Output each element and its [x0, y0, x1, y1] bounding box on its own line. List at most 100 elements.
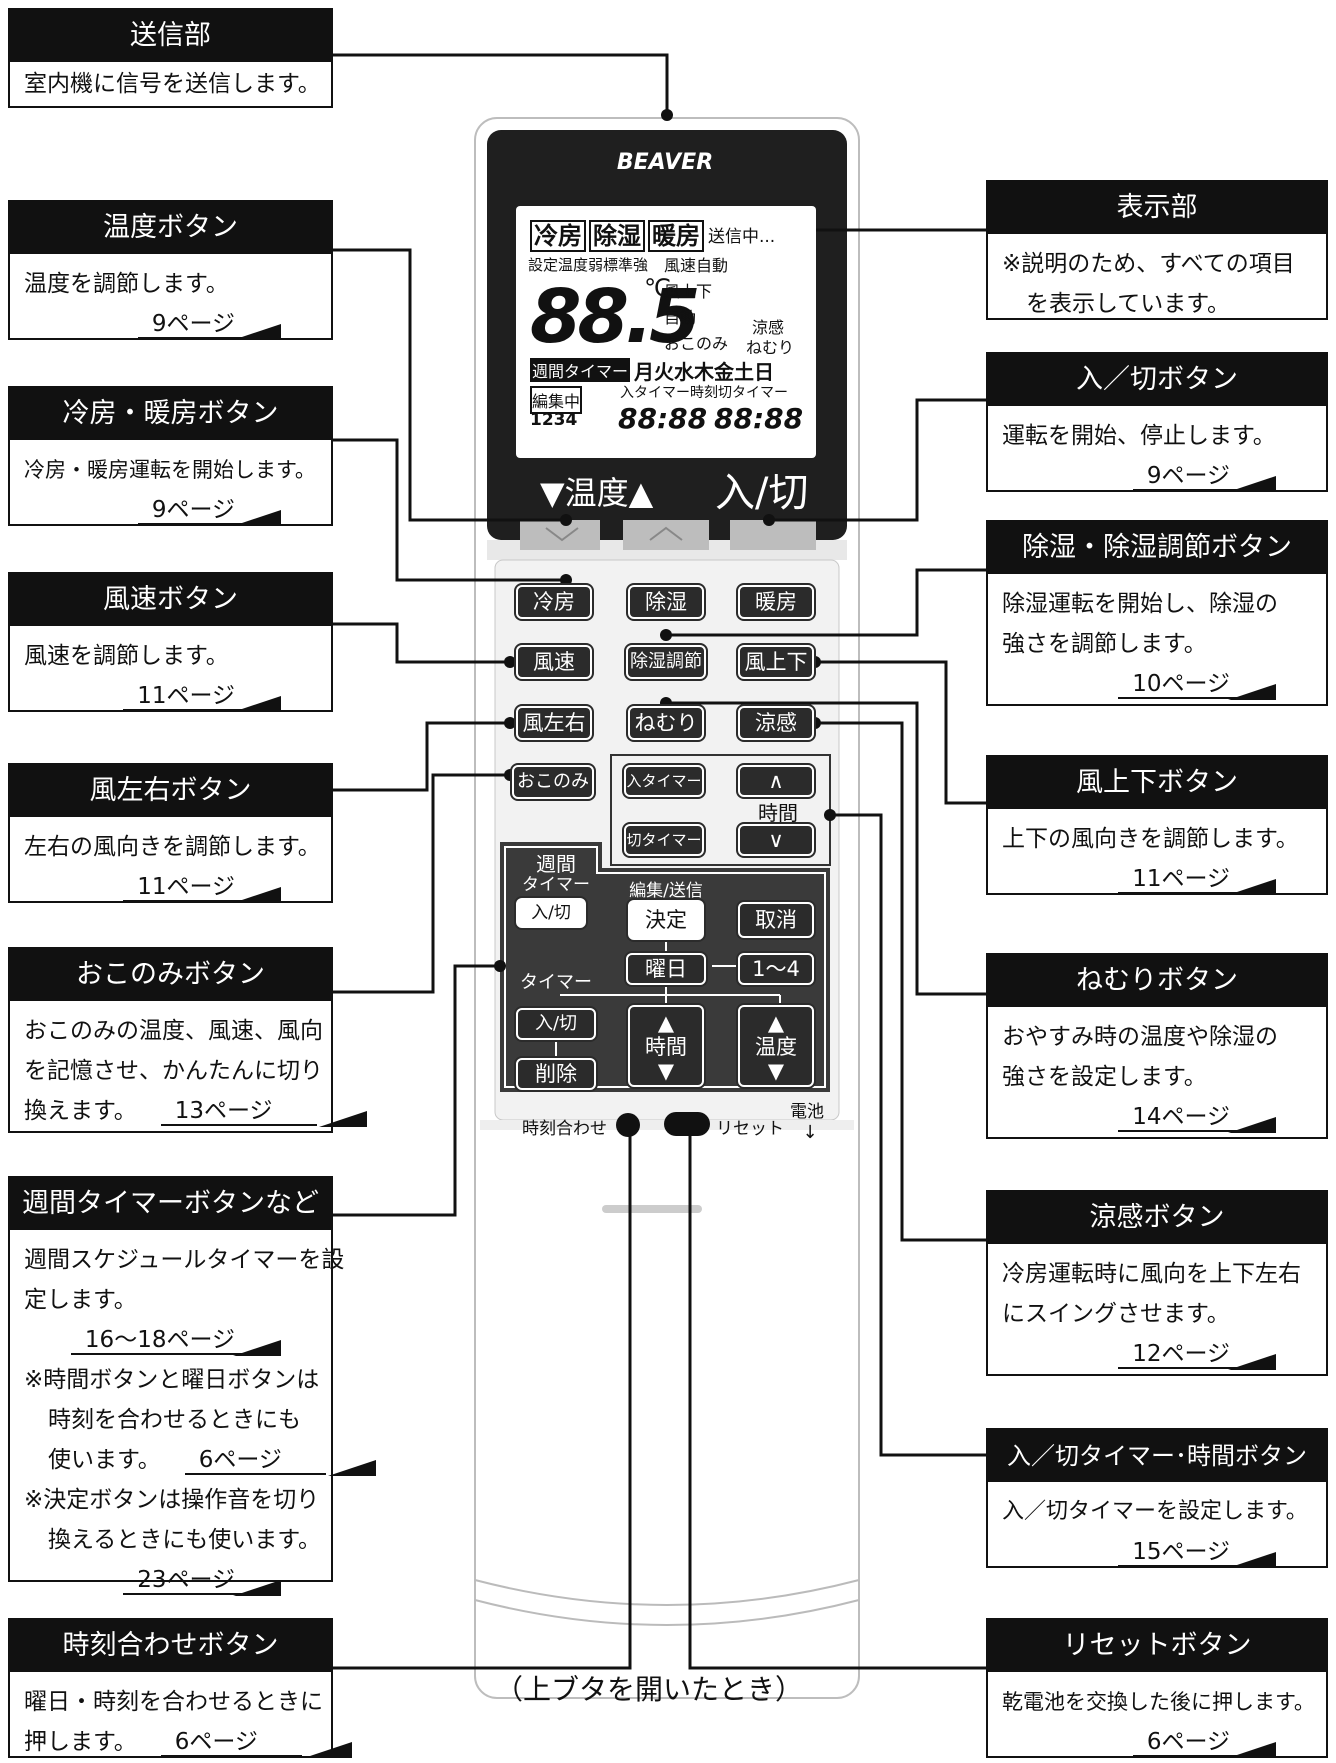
- down-triangle-icon: ▼: [767, 1059, 785, 1083]
- lcd-degree: ℃: [644, 274, 671, 302]
- time-up-button[interactable]: ∧: [738, 765, 814, 797]
- up-triangle-icon: ▲: [767, 1011, 785, 1035]
- callout-text: 換えます。: [24, 1098, 137, 1124]
- callout-text: おやすみ時の温度や除湿の: [1002, 1024, 1278, 1050]
- callout-reset-button: リセットボタン 乾電池を交換した後に押します。 6ページ: [986, 1618, 1328, 1758]
- weekly-label-1: 週間: [536, 852, 576, 876]
- callout-text: 強さを調節します。: [1002, 631, 1207, 657]
- callout-title: おこのみボタン: [10, 949, 331, 1001]
- arrow-icon: [1228, 476, 1276, 492]
- page-ref-text: 11ページ: [123, 683, 279, 711]
- page-ref-text: 14ページ: [1118, 1104, 1274, 1132]
- lcd-fan-auto: 風速自動: [664, 256, 729, 275]
- lcd-on-timer: 入タイマー: [620, 385, 690, 401]
- page-ref: 13ページ: [160, 1091, 367, 1131]
- callout-text: 運転を開始、停止します。: [1002, 423, 1276, 449]
- lcd-time-on: 88:88: [618, 402, 708, 435]
- callout-text: 定します。: [24, 1287, 137, 1313]
- arrow-icon: [233, 1580, 281, 1596]
- lcd-numbers: 1234: [530, 410, 578, 430]
- callout-title: ねむりボタン: [988, 955, 1326, 1007]
- page-ref: 6ページ: [1002, 1722, 1312, 1762]
- callout-text: を表示しています。: [1026, 291, 1231, 317]
- callout-text: おこのみの温度、風速、風向: [24, 1018, 323, 1044]
- page-ref: 11ページ: [1002, 859, 1312, 899]
- page-ref-text: 9ページ: [137, 497, 279, 525]
- battery-label: 電池: [790, 1102, 824, 1122]
- arrow-icon: [233, 1340, 281, 1356]
- callout-title: 週間タイマーボタンなど: [10, 1178, 331, 1230]
- callout-text: 左右の風向きを調節します。: [24, 834, 321, 860]
- page-ref: 11ページ: [24, 676, 317, 716]
- page-ref-text: 6ページ: [160, 1729, 302, 1757]
- callout-text: 温度を調節します。: [24, 271, 229, 297]
- page-ref-text: 12ページ: [1118, 1341, 1274, 1369]
- callout-onoff-timer-button: 入／切タイマー･時間ボタン 入／切タイマーを設定します。 15ページ: [986, 1428, 1328, 1568]
- callout-note: ※決定ボタンは操作音を切り: [24, 1487, 320, 1513]
- arrow-icon: [1228, 684, 1276, 700]
- callout-cool-feel-button: 涼感ボタン 冷房運転時に風向を上下左右 にスイングさせます。 12ページ: [986, 1190, 1328, 1376]
- arrow-icon: [327, 1460, 376, 1476]
- lcd-mode-cool: 冷房: [530, 220, 586, 252]
- delete-button[interactable]: 削除: [516, 1058, 596, 1090]
- fan-speed-button[interactable]: 風速: [516, 645, 592, 679]
- page-ref-text: 11ページ: [123, 874, 279, 902]
- callout-transmitter: 送信部 室内機に信号を送信します。: [8, 8, 333, 108]
- page-ref-text: 10ページ: [1118, 671, 1274, 699]
- page-ref-text: 9ページ: [137, 311, 279, 339]
- cancel-button[interactable]: 取消: [738, 902, 814, 938]
- confirm-button[interactable]: 決定: [628, 900, 704, 940]
- cool-button[interactable]: 冷房: [516, 585, 592, 619]
- callout-title: 冷房・暖房ボタン: [10, 388, 331, 440]
- figure-caption: （上ブタを開いたとき）: [495, 1673, 804, 1706]
- fan-updown-button[interactable]: 風上下: [738, 645, 814, 679]
- callout-text: 風速を調節します。: [24, 643, 229, 669]
- sleep-button[interactable]: ねむり: [628, 706, 704, 740]
- callout-text: 強さを設定します。: [1002, 1064, 1207, 1090]
- lcd-ryokan: 涼感: [752, 318, 785, 337]
- page-ref: 10ページ: [1002, 664, 1312, 704]
- callout-text: 曜日・時刻を合わせるときに: [24, 1689, 323, 1715]
- page-ref: 9ページ: [24, 304, 317, 344]
- off-timer-button[interactable]: 切タイマー: [624, 824, 704, 856]
- weekday-button[interactable]: 曜日: [626, 953, 706, 985]
- callout-power-button: 入／切ボタン 運転を開始、停止します。 9ページ: [986, 352, 1328, 492]
- callout-text: にスイングさせます。: [1002, 1301, 1230, 1327]
- page-ref-text: 6ページ: [184, 1447, 326, 1475]
- temp-set-button[interactable]: ▲ 温度 ▼: [738, 1005, 814, 1087]
- lcd-weekly-timer: 週間タイマー: [530, 358, 631, 382]
- time-button[interactable]: ▲ 時間 ▼: [628, 1005, 704, 1087]
- svg-text:↓: ↓: [802, 1122, 817, 1143]
- callout-text: 押します。: [24, 1729, 137, 1755]
- arrow-icon: [233, 510, 281, 526]
- lcd-mode-dry: 除湿: [589, 220, 645, 252]
- heat-button[interactable]: 暖房: [738, 585, 814, 619]
- fan-leftright-button[interactable]: 風左右: [516, 706, 592, 740]
- okonomi-button[interactable]: おこのみ: [512, 765, 594, 799]
- on-timer-button[interactable]: 入タイマー: [624, 765, 704, 797]
- arrow-icon: [1228, 1552, 1276, 1568]
- callout-note: 時刻を合わせるときにも: [48, 1407, 301, 1433]
- temp-label: ▼温度▲: [540, 474, 654, 512]
- dry-adjust-button[interactable]: 除湿調節: [626, 645, 706, 679]
- callout-fan-updown-button: 風上下ボタン 上下の風向きを調節します。 11ページ: [986, 755, 1328, 895]
- time-down-button[interactable]: ∨: [738, 824, 814, 856]
- lcd-sending: 送信中...: [708, 227, 776, 247]
- one-to-four-button[interactable]: 1〜4: [738, 953, 814, 985]
- page-ref: 9ページ: [1002, 456, 1312, 496]
- page-ref: 11ページ: [24, 867, 317, 907]
- dry-button[interactable]: 除湿: [628, 585, 704, 619]
- arrow-icon: [233, 324, 281, 340]
- time-button-label: 時間: [645, 1035, 687, 1059]
- callout-title: 風左右ボタン: [10, 765, 331, 817]
- timer-onoff-button[interactable]: 入/切: [516, 1008, 596, 1040]
- weekly-onoff-button[interactable]: 入/切: [516, 898, 586, 928]
- clock-adjust-label: 時刻合わせ: [522, 1119, 607, 1139]
- arrow-icon: [318, 1111, 367, 1127]
- cool-feel-button[interactable]: 涼感: [738, 706, 814, 740]
- callout-title: 時刻合わせボタン: [10, 1620, 331, 1672]
- page-ref: 16〜18ページ: [24, 1320, 317, 1360]
- lcd-editing: 編集中: [530, 386, 583, 414]
- callout-sleep-button: ねむりボタン おやすみ時の温度や除湿の 強さを設定します。 14ページ: [986, 953, 1328, 1139]
- page-ref-text: 23ページ: [123, 1567, 279, 1595]
